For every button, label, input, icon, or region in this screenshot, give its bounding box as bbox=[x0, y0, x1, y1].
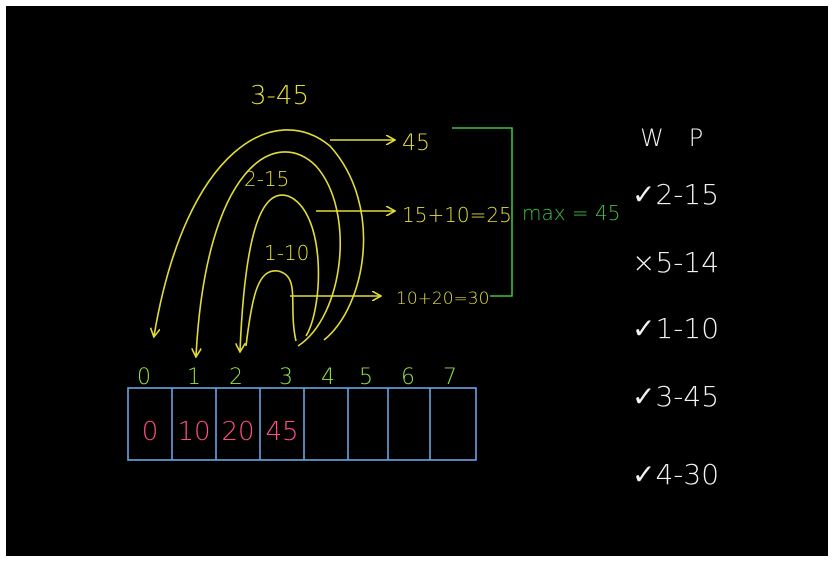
dp-index: 5 bbox=[359, 365, 373, 390]
items-table: W P ✓2-15 ×5-14 ✓1-10 ✓3-45 ✓4-30 bbox=[632, 124, 719, 491]
dp-value: 45 bbox=[265, 417, 298, 447]
dp-value: 10 bbox=[177, 417, 210, 447]
max-bracket bbox=[452, 127, 513, 297]
dp-index: 0 bbox=[137, 365, 151, 390]
max-label: max = 45 bbox=[522, 201, 621, 225]
arc-label-1-10: 1-10 bbox=[264, 241, 309, 265]
dp-array-frame bbox=[127, 387, 477, 461]
header-w: W bbox=[640, 124, 664, 152]
arc-2-15 bbox=[240, 194, 320, 351]
arc-label-2-15: 2-15 bbox=[244, 167, 289, 191]
item-row: ✓4-30 bbox=[632, 458, 719, 491]
arc-label-3-45: 3-45 bbox=[250, 81, 309, 111]
dp-index: 3 bbox=[279, 365, 293, 390]
result-30: 10+20=30 bbox=[396, 289, 489, 309]
dp-indices: 0 1 2 3 4 5 6 7 bbox=[137, 365, 457, 390]
dp-index: 7 bbox=[443, 365, 457, 390]
item-row: ✓1-10 bbox=[632, 312, 719, 345]
dp-value: 0 bbox=[142, 417, 159, 447]
arc-3-45-inner bbox=[196, 151, 341, 356]
dp-index: 2 bbox=[229, 365, 243, 390]
dp-index: 6 bbox=[401, 365, 415, 390]
knapsack-diagram: 3-45 2-15 1-10 45 15+10=25 10+20=30 max … bbox=[127, 81, 719, 491]
header-p: P bbox=[689, 124, 703, 152]
arc-3-45 bbox=[154, 129, 365, 341]
item-row: ✓2-15 bbox=[632, 178, 719, 211]
blackboard-canvas: 3-45 2-15 1-10 45 15+10=25 10+20=30 max … bbox=[6, 6, 828, 556]
result-25: 15+10=25 bbox=[402, 203, 512, 227]
arc-1-10 bbox=[245, 270, 297, 347]
dp-index: 4 bbox=[321, 365, 335, 390]
dp-value: 20 bbox=[221, 417, 254, 447]
result-45: 45 bbox=[402, 131, 430, 156]
item-row: ×5-14 bbox=[632, 246, 719, 279]
item-row: ✓3-45 bbox=[632, 380, 719, 413]
dp-array: 0 1 2 3 4 5 6 7 0 10 20 45 bbox=[127, 365, 477, 461]
dp-index: 1 bbox=[187, 365, 201, 390]
